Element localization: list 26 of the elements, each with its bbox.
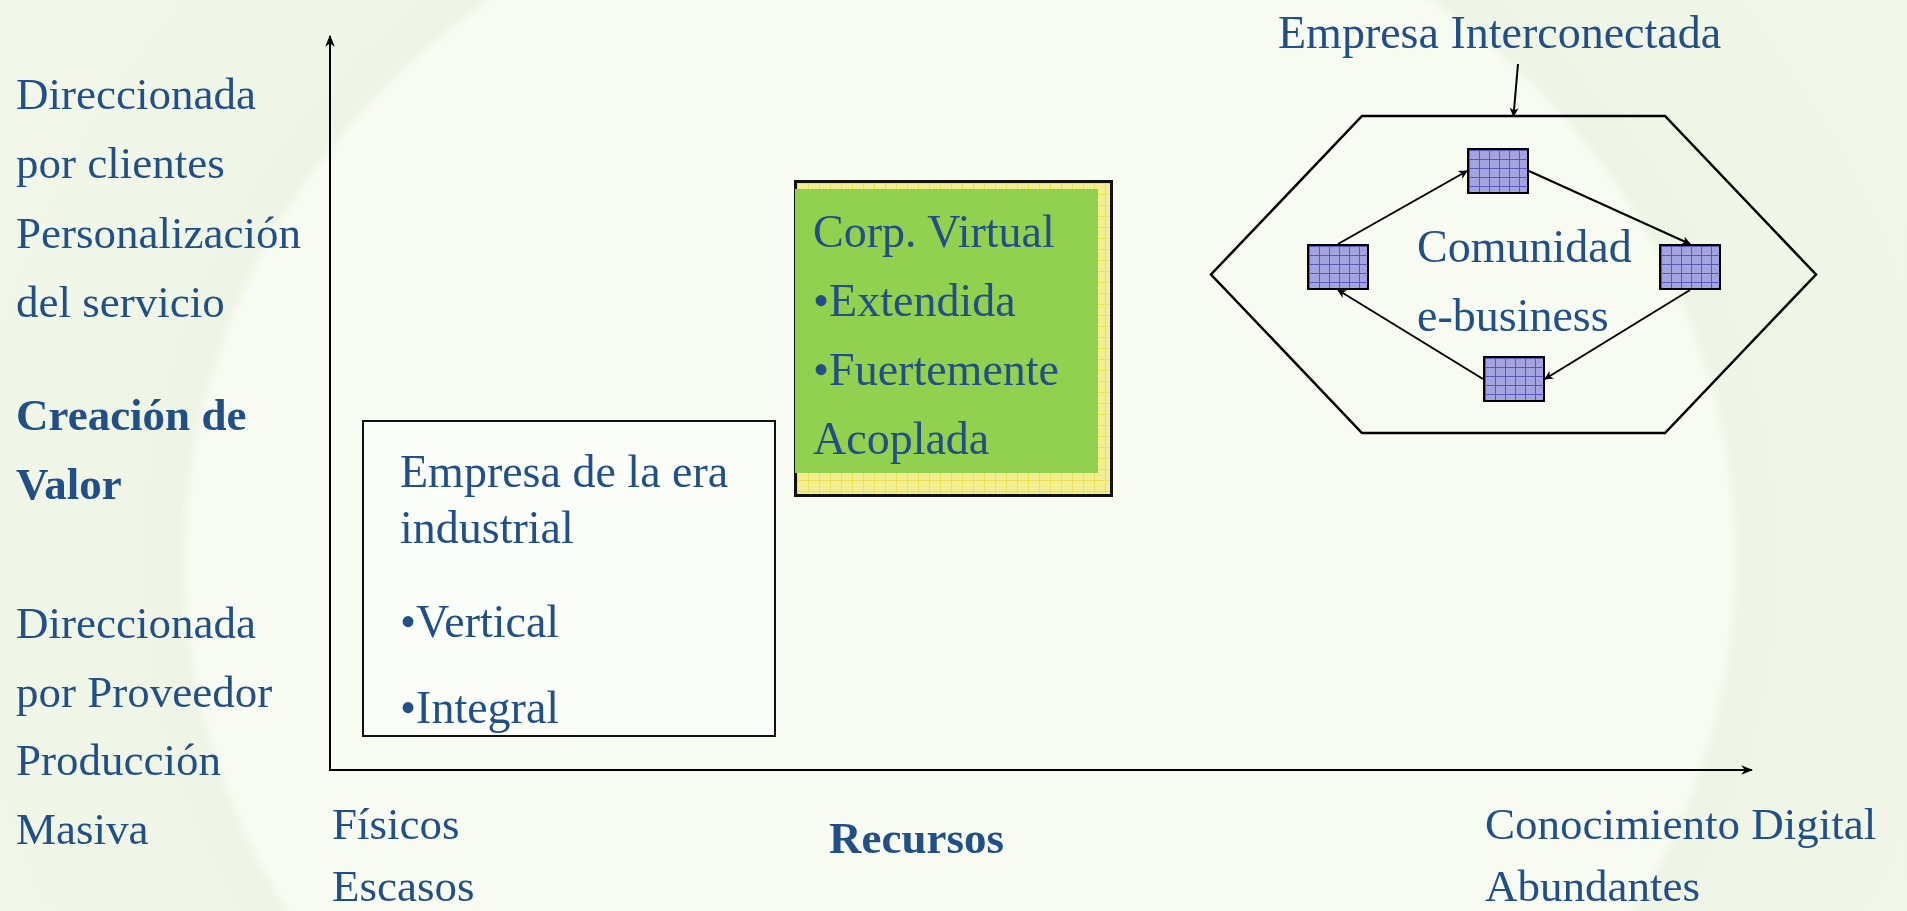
arrow	[1337, 170, 1468, 245]
box-title: Corp. Virtual	[813, 205, 1056, 259]
arrow	[1337, 289, 1484, 380]
axis-label: Creación de Valor	[16, 389, 248, 511]
axis-label: Direccionada por clientes	[16, 68, 257, 190]
grid-block	[1659, 244, 1721, 290]
grid-block	[1307, 244, 1369, 290]
axis-label: Producción Masiva	[16, 734, 222, 856]
bullet-text: •Vertical	[400, 595, 561, 649]
arrow	[1528, 170, 1691, 245]
bullet-text: •Extendida	[813, 274, 1017, 328]
grid-block	[1483, 356, 1545, 402]
arrow	[1509, 63, 1519, 117]
box-title: Empresa de la era industrial	[400, 445, 730, 555]
grid-block	[1467, 148, 1529, 194]
heading-text: Empresa Interconectada	[1278, 2, 1758, 64]
axis-label: Personalización del servicio	[16, 207, 302, 329]
bullet-text: •Fuertemente Acoplada	[813, 343, 1060, 466]
arrow	[1544, 289, 1691, 380]
axis-label: Direccionada por Proveedor	[16, 597, 274, 719]
process-box	[362, 420, 776, 737]
axis-label: Recursos	[829, 812, 1005, 865]
axis-label: Físicos Escasos	[332, 798, 476, 911]
bullet-text: •Integral	[400, 681, 561, 735]
axis-label: Conocimiento Digital Abundantes	[1485, 798, 1878, 911]
node-label: Comunidad e-business	[1417, 220, 1633, 343]
